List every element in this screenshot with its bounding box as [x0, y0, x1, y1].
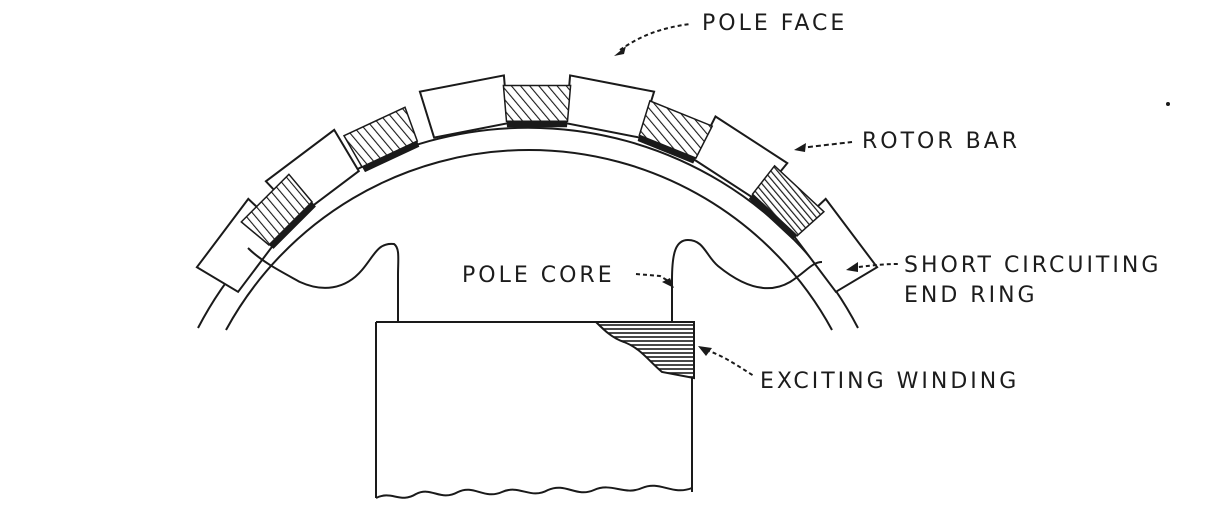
label-pole-core: POLE CORE: [462, 263, 615, 288]
exciting-winding-leader: [698, 346, 755, 377]
label-end-ring: END RING: [904, 283, 1038, 308]
label-rotor-bar: ROTOR BAR: [862, 129, 1020, 154]
rotor-bar-leader: [794, 141, 853, 152]
label-short-circuiting: SHORT CIRCUITING: [904, 253, 1161, 278]
label-pole-face: POLE FACE: [702, 11, 847, 36]
rotor-bar: [638, 99, 714, 160]
pole-body-outline: [247, 242, 400, 322]
rotor-bar-base: [748, 194, 798, 240]
pole-core-leader: [635, 273, 674, 288]
exciting-winding: [593, 321, 695, 380]
pole-core-broken-edge: [375, 484, 693, 499]
rotor-bar-base: [637, 135, 696, 164]
pole-body-outline-right: [671, 238, 823, 322]
rotor-bar-base: [268, 201, 316, 249]
stray-dot: [1166, 102, 1170, 106]
rotor-bar: [342, 106, 419, 168]
end-ring-inner-arc: [225, 148, 833, 331]
pole-face-leader: [614, 23, 691, 56]
rotor-bar-base: [362, 141, 420, 173]
rotor-bar: [502, 84, 572, 123]
label-exciting-winding: EXCITING WINDING: [760, 369, 1019, 394]
rotor-bars: [240, 84, 826, 249]
end-ring-leader: [846, 262, 899, 272]
rotor-bar-base: [506, 121, 568, 128]
